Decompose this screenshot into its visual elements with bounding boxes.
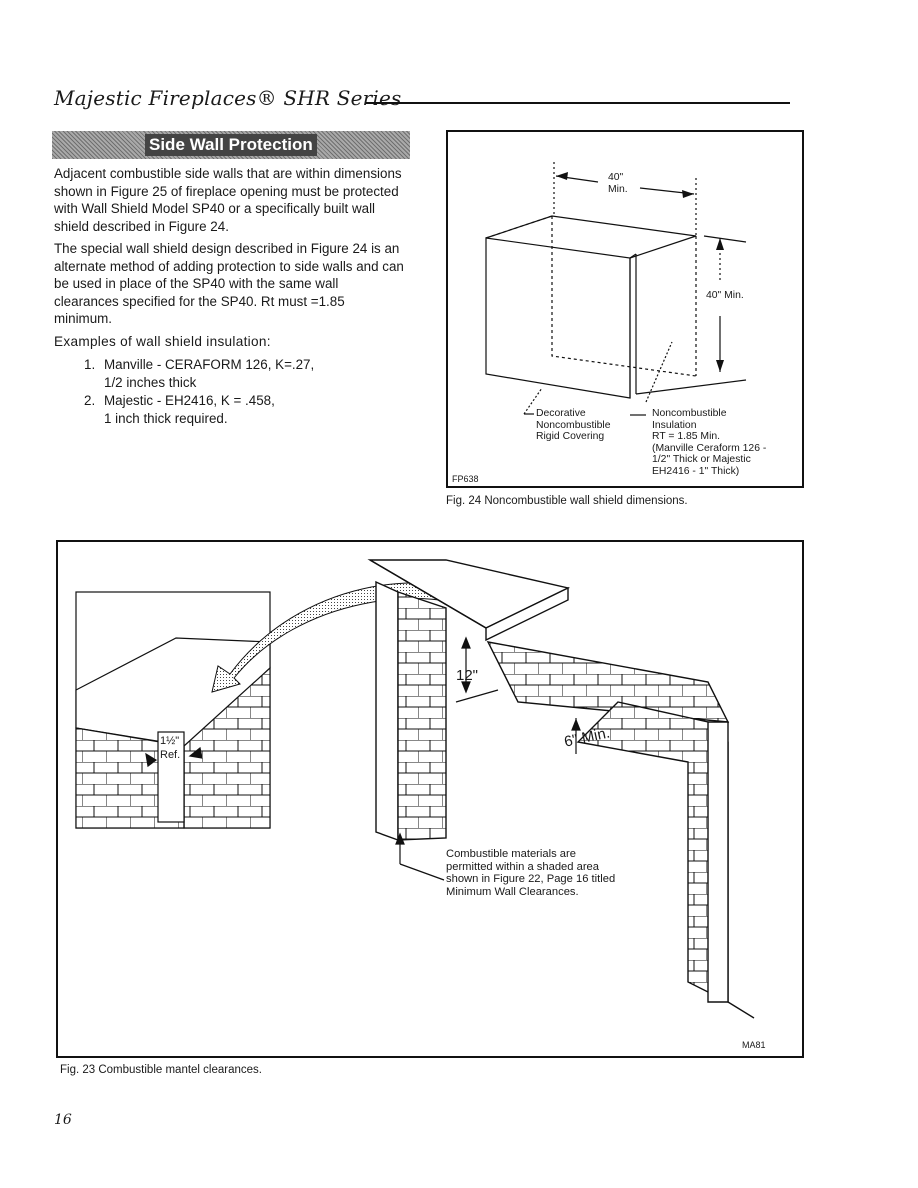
section-title: Side Wall Protection [145, 134, 317, 156]
paragraph-2: The special wall shield design described… [54, 241, 404, 326]
dim-width-min-label: Min. [608, 184, 628, 195]
dim-ref-number-label: 1½" [160, 735, 180, 747]
dim-12-label: 12" [456, 667, 479, 684]
example-1-line2: 1/2 inches thick [104, 375, 197, 390]
example-1-number: 1. [84, 357, 96, 372]
figure-code: MA81 [742, 1040, 766, 1050]
decorative-covering-label: Decorative Noncombustible Rigid Covering [536, 408, 611, 442]
figure-23: 12" 6" Min. 1½" Ref. Combustible materia… [56, 540, 804, 1058]
dim-ref-label: Ref. [160, 749, 181, 761]
page-number: 16 [54, 1112, 72, 1128]
example-2-line1: Majestic - EH2416, K = .458, [104, 393, 275, 408]
dim-height-label: 40" Min. [706, 290, 744, 301]
mantel-clearance-diagram [75, 559, 755, 1019]
insulation-label: Noncombustible Insulation RT = 1.85 Min.… [652, 408, 767, 477]
example-2-line2: 1 inch thick required. [104, 411, 228, 426]
example-1-line1: Manville - CERAFORM 126, K=.27, [104, 357, 315, 372]
figure-24-caption: Fig. 24 Noncombustible wall shield dimen… [446, 495, 688, 507]
wall-shield-diagram [485, 162, 747, 416]
section-banner: Side Wall Protection [52, 131, 410, 159]
paragraph-1: Adjacent combustible side walls that are… [54, 166, 402, 234]
example-2-number: 2. [84, 393, 96, 408]
page-header-title: Majestic Fireplaces® SHR Series [54, 86, 402, 110]
header-rule [366, 102, 790, 104]
figure-code: FP638 [452, 474, 479, 484]
dim-width-label: 40" [608, 172, 624, 183]
combustible-note: Combustible materials are permitted with… [446, 848, 616, 898]
figure-23-caption: Fig. 23 Combustible mantel clearances. [60, 1064, 262, 1076]
examples-title: Examples of wall shield insulation: [54, 334, 271, 349]
figure-24: 40" Min. 40" Min. Decorative Noncombusti… [446, 130, 804, 488]
